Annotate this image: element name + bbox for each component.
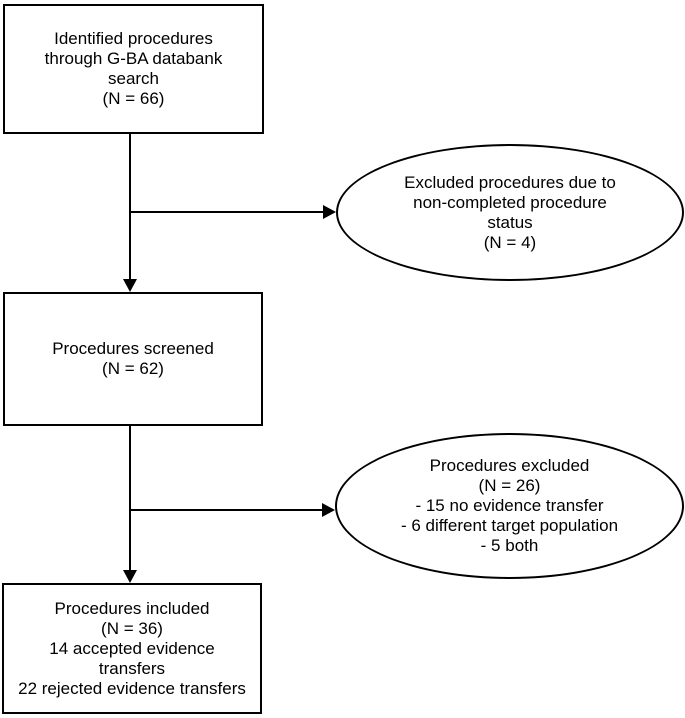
text-line: non-completed procedure xyxy=(413,192,607,212)
connector-to-excluded-status xyxy=(130,211,324,213)
box-identified-procedures: Identified procedures through G-BA datab… xyxy=(3,4,264,134)
box-procedures-screened: Procedures screened (N = 62) xyxy=(3,292,263,426)
arrowhead-right-icon xyxy=(322,503,335,517)
ellipse-excluded-non-completed: Excluded procedures due to non-completed… xyxy=(336,144,684,281)
arrowhead-down-icon xyxy=(123,279,137,292)
connector-screened-to-included xyxy=(129,426,131,571)
arrowhead-down-icon xyxy=(123,570,137,583)
box-screened-text: Procedures screened (N = 62) xyxy=(52,339,214,379)
text-line: transfers xyxy=(98,658,166,678)
text-line: - 6 different target population xyxy=(400,516,619,535)
ellipse-procedures-excluded: Procedures excluded (N = 26) - 15 no evi… xyxy=(335,433,684,579)
text-line: (N = 36) xyxy=(101,618,163,638)
text-line: through G-BA databank xyxy=(44,49,223,68)
text-line: - 5 both xyxy=(480,536,539,555)
text-line: Identified procedures xyxy=(54,29,213,48)
ellipse-status-text: Excluded procedures due to non-completed… xyxy=(404,173,616,253)
text-line: (N = 62) xyxy=(102,359,164,378)
text-line: Excluded procedures due to xyxy=(404,172,616,192)
ellipse-reasons-text: Procedures excluded (N = 26) - 15 no evi… xyxy=(401,456,618,556)
connector-to-excluded-reasons xyxy=(130,509,323,511)
text-line: 22 rejected evidence transfers xyxy=(18,678,246,698)
text-line: status xyxy=(487,212,533,232)
text-line: search xyxy=(107,69,160,88)
arrowhead-right-icon xyxy=(323,205,336,219)
text-line: Procedures screened xyxy=(52,339,214,358)
box-procedures-included: Procedures included (N = 36) 14 accepted… xyxy=(2,583,262,714)
text-line: 14 accepted evidence xyxy=(49,638,215,658)
text-line: (N = 4) xyxy=(483,232,537,252)
text-line: (N = 66) xyxy=(102,89,165,108)
text-line: Procedures excluded xyxy=(429,456,590,475)
box-identified-text: Identified procedures through G-BA datab… xyxy=(45,29,223,109)
text-line: Procedures included xyxy=(54,598,210,618)
connector-identified-to-screened xyxy=(129,134,131,280)
text-line: (N = 26) xyxy=(478,476,541,495)
text-line: - 15 no evidence transfer xyxy=(415,496,604,515)
box-included-text: Procedures included (N = 36) 14 accepted… xyxy=(18,599,246,699)
